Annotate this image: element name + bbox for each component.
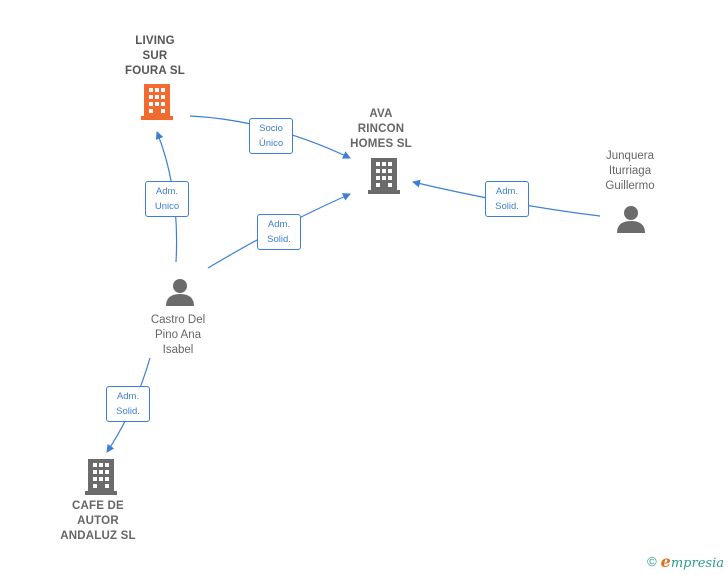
- node-label-living-sur-foura[interactable]: LIVING SUR FOURA SL: [125, 35, 185, 77]
- edge-label-socio-unico: Socio Único: [249, 118, 293, 154]
- person-icon[interactable]: [165, 278, 195, 306]
- building-icon[interactable]: [85, 459, 117, 495]
- edge-label-adm-solid: Adm. Solid.: [106, 386, 150, 422]
- footer-brand: © empresia: [647, 552, 724, 571]
- copyright-icon: ©: [647, 554, 657, 569]
- building-icon[interactable]: [368, 158, 400, 194]
- node-label-cafe-de-autor-andaluz[interactable]: CAFE DE AUTOR ANDALUZ SL: [60, 500, 136, 542]
- brand-logo[interactable]: empresia: [660, 552, 724, 571]
- person-icon[interactable]: [616, 205, 646, 233]
- edge-label-adm-unico: Adm. Unico: [145, 181, 189, 217]
- building-icon[interactable]: [141, 84, 173, 120]
- node-label-castro-del-pino-ana-isabel[interactable]: Castro Del Pino Ana Isabel: [150, 314, 206, 356]
- edge-label-adm-solid: Adm. Solid.: [485, 181, 529, 217]
- node-label-junquera-iturriaga-guillermo[interactable]: Junquera Iturriaga Guillermo: [605, 150, 655, 192]
- edge-label-adm-solid: Adm. Solid.: [257, 214, 301, 250]
- node-label-ava-rincon-homes[interactable]: AVA RINCON HOMES SL: [350, 108, 412, 150]
